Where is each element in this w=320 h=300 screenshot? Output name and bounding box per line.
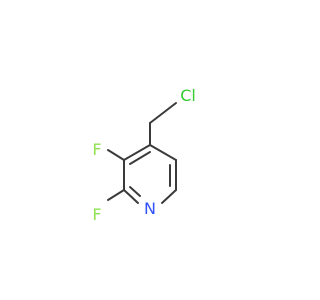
- chlorine-atom-label: Cl: [180, 86, 196, 105]
- nitrogen-atom-label: N: [144, 199, 156, 218]
- bond-n1-c2-inner: [129, 186, 141, 197]
- bond-c3-c4-inner: [129, 151, 151, 165]
- bond-c4-c5: [149, 144, 177, 161]
- bond-c6-n1: [161, 189, 177, 204]
- bond-c2-f: [107, 189, 125, 201]
- bond-c3-f: [107, 149, 125, 161]
- bond-n1-c2: [123, 189, 139, 204]
- bond-ch2-cl: [149, 102, 177, 124]
- bond-c3-c4: [123, 144, 151, 161]
- molecule-structure: Cl F F N: [92, 86, 196, 224]
- fluorine-atom-label-2: F: [92, 205, 101, 224]
- fluorine-atom-label-3: F: [92, 140, 101, 159]
- bonds: [107, 102, 177, 204]
